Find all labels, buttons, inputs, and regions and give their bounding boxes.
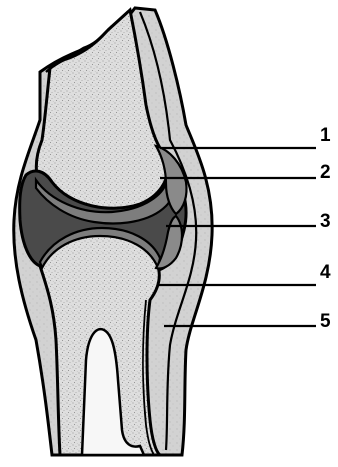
callout-number-1: 1 <box>320 125 331 146</box>
callout-number-4: 4 <box>320 262 331 283</box>
callout-number-5: 5 <box>320 311 331 332</box>
callout-number-2: 2 <box>320 162 331 183</box>
callout-number-3: 3 <box>320 211 331 232</box>
